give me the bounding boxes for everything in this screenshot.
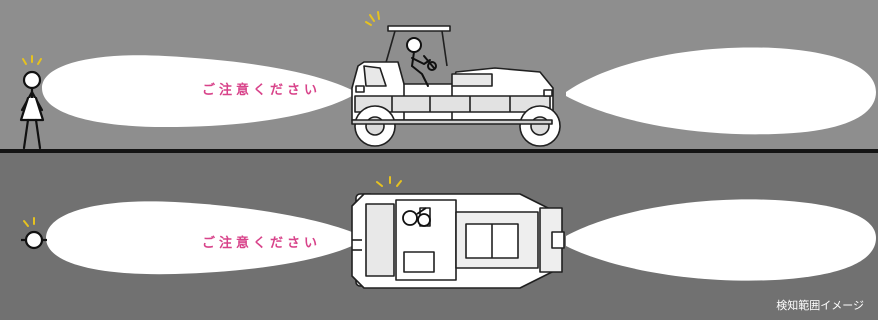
- ground-divider: [0, 149, 878, 153]
- warning-label-top: ご注意ください: [202, 83, 322, 98]
- pedestrian-top-icon: [21, 230, 47, 250]
- bottom-left-detection-zone: [46, 201, 352, 275]
- detection-range-caption: 検知範囲イメージ: [776, 299, 864, 312]
- driver-top-icon: [402, 207, 431, 227]
- top-left-detection-zone: [42, 55, 352, 127]
- warning-label-bottom: ご注意ください: [202, 236, 322, 251]
- driver-side-icon: [406, 37, 437, 87]
- alert-spark-icon: [22, 55, 42, 65]
- pedestrian-side-icon: [19, 70, 45, 150]
- top-right-detection-zone: [566, 47, 876, 135]
- alert-spark-icon: [23, 217, 35, 227]
- alert-spark-icon: [376, 176, 402, 187]
- alert-spark-icon: [365, 11, 380, 26]
- utility-vehicle-side-icon: [351, 25, 561, 147]
- utility-vehicle-top-icon: [351, 193, 565, 289]
- bottom-right-detection-zone: [566, 199, 876, 281]
